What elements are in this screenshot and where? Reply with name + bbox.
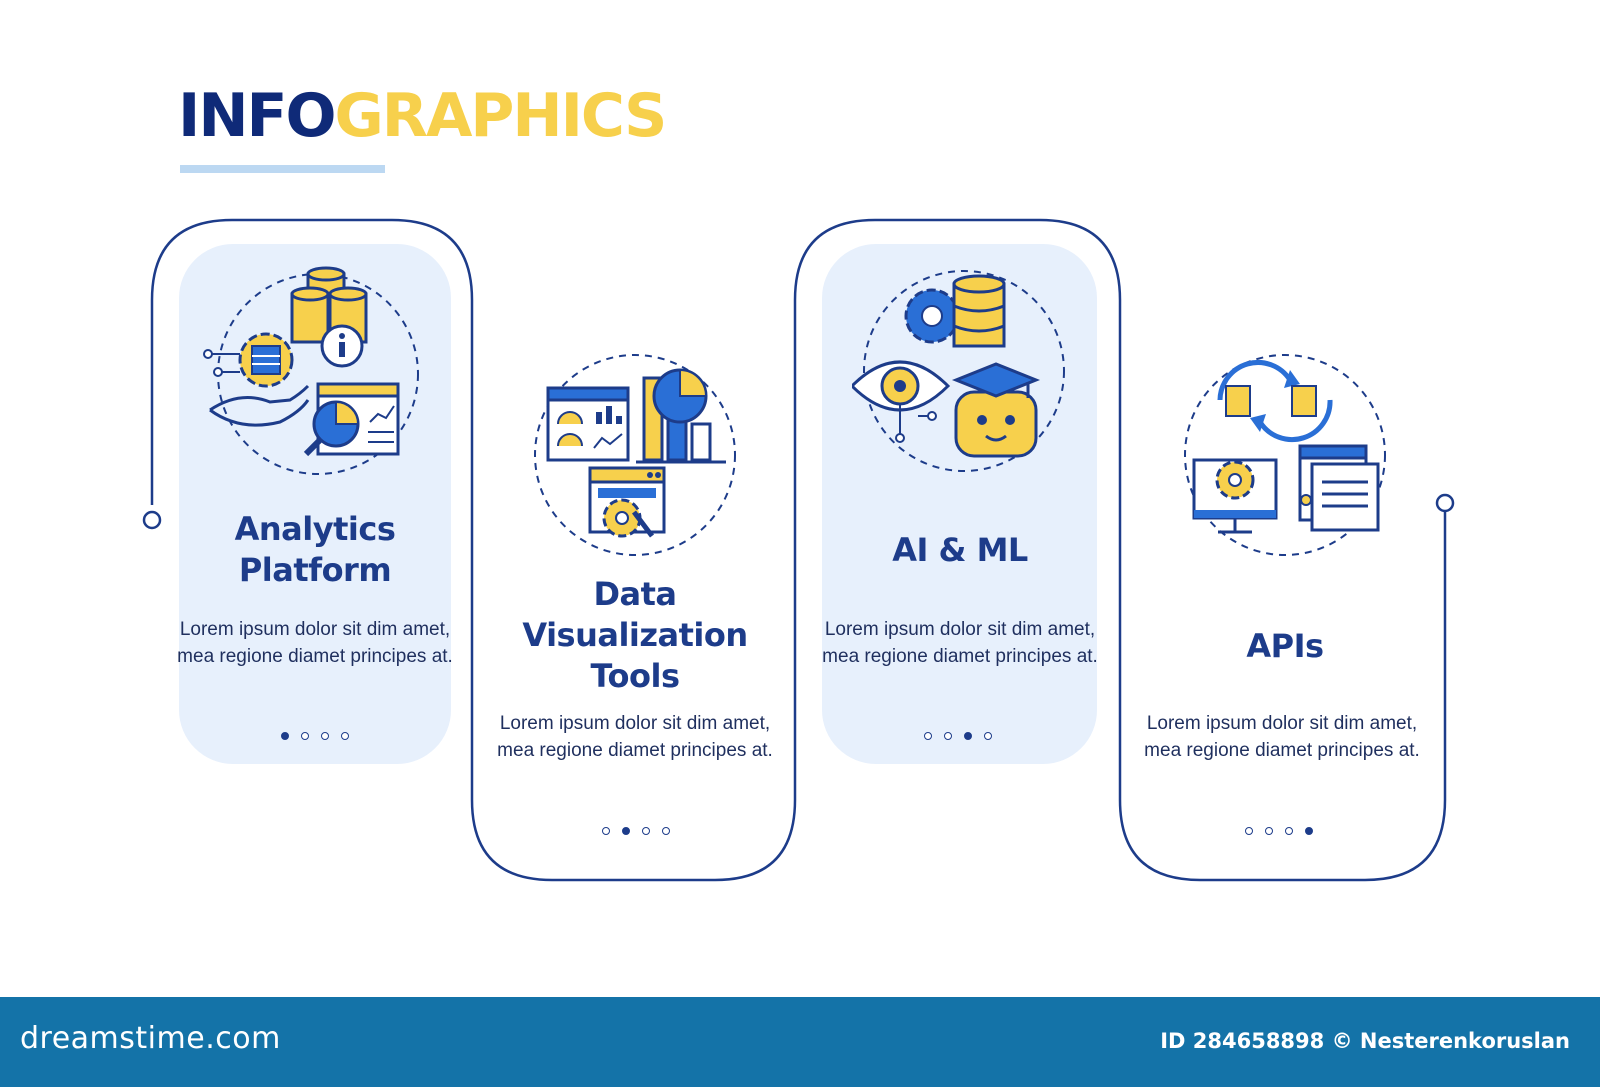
pagination-dot — [622, 827, 630, 835]
pagination-dot — [1305, 827, 1313, 835]
image-id-label: ID 284658898 © Nesterenkoruslan — [1160, 1029, 1570, 1053]
analytics-platform-icon — [203, 266, 419, 475]
step-3-heading: AI & ML — [892, 531, 1028, 569]
frame-start-node — [142, 510, 162, 530]
title-underline — [180, 165, 385, 173]
pagination-dot — [1265, 827, 1273, 835]
step-4-body: Lorem ipsum dolor sit dim amet, mea regi… — [1144, 713, 1420, 761]
pagination-dot — [984, 732, 992, 740]
pagination-dot — [662, 827, 670, 835]
step-1-heading: Analytics Platform — [234, 510, 396, 589]
step-3-pagination — [924, 732, 992, 740]
frame-end-node — [1435, 493, 1455, 513]
pagination-dot — [281, 732, 289, 740]
step-4-heading: APIs — [1246, 627, 1324, 665]
pagination-dot — [964, 732, 972, 740]
pagination-dot — [602, 827, 610, 835]
pagination-dot — [924, 732, 932, 740]
pagination-dot — [642, 827, 650, 835]
pagination-dot — [1285, 827, 1293, 835]
step-1-body: Lorem ipsum dolor sit dim amet, mea regi… — [177, 619, 453, 667]
pagination-dot — [944, 732, 952, 740]
step-2-body: Lorem ipsum dolor sit dim amet, mea regi… — [497, 713, 773, 761]
pagination-dot — [1245, 827, 1253, 835]
step-3-body: Lorem ipsum dolor sit dim amet, mea regi… — [822, 619, 1098, 667]
data-visualization-icon — [534, 354, 736, 556]
pagination-dot — [321, 732, 329, 740]
watermark-footer: dreamstime.com ID 284658898 © Nesterenko… — [0, 997, 1600, 1087]
step-2-heading: Data Visualization Tools — [522, 575, 748, 695]
brand-logo: dreamstime.com — [20, 1021, 281, 1056]
pagination-dot — [341, 732, 349, 740]
api-icon — [1184, 354, 1386, 556]
step-2-pagination — [602, 827, 670, 835]
ai-ml-icon — [852, 270, 1065, 472]
step-4-pagination — [1245, 827, 1313, 835]
page-title: INFOGRAPHICS — [178, 81, 667, 151]
pagination-dot — [301, 732, 309, 740]
step-1-pagination — [281, 732, 349, 740]
